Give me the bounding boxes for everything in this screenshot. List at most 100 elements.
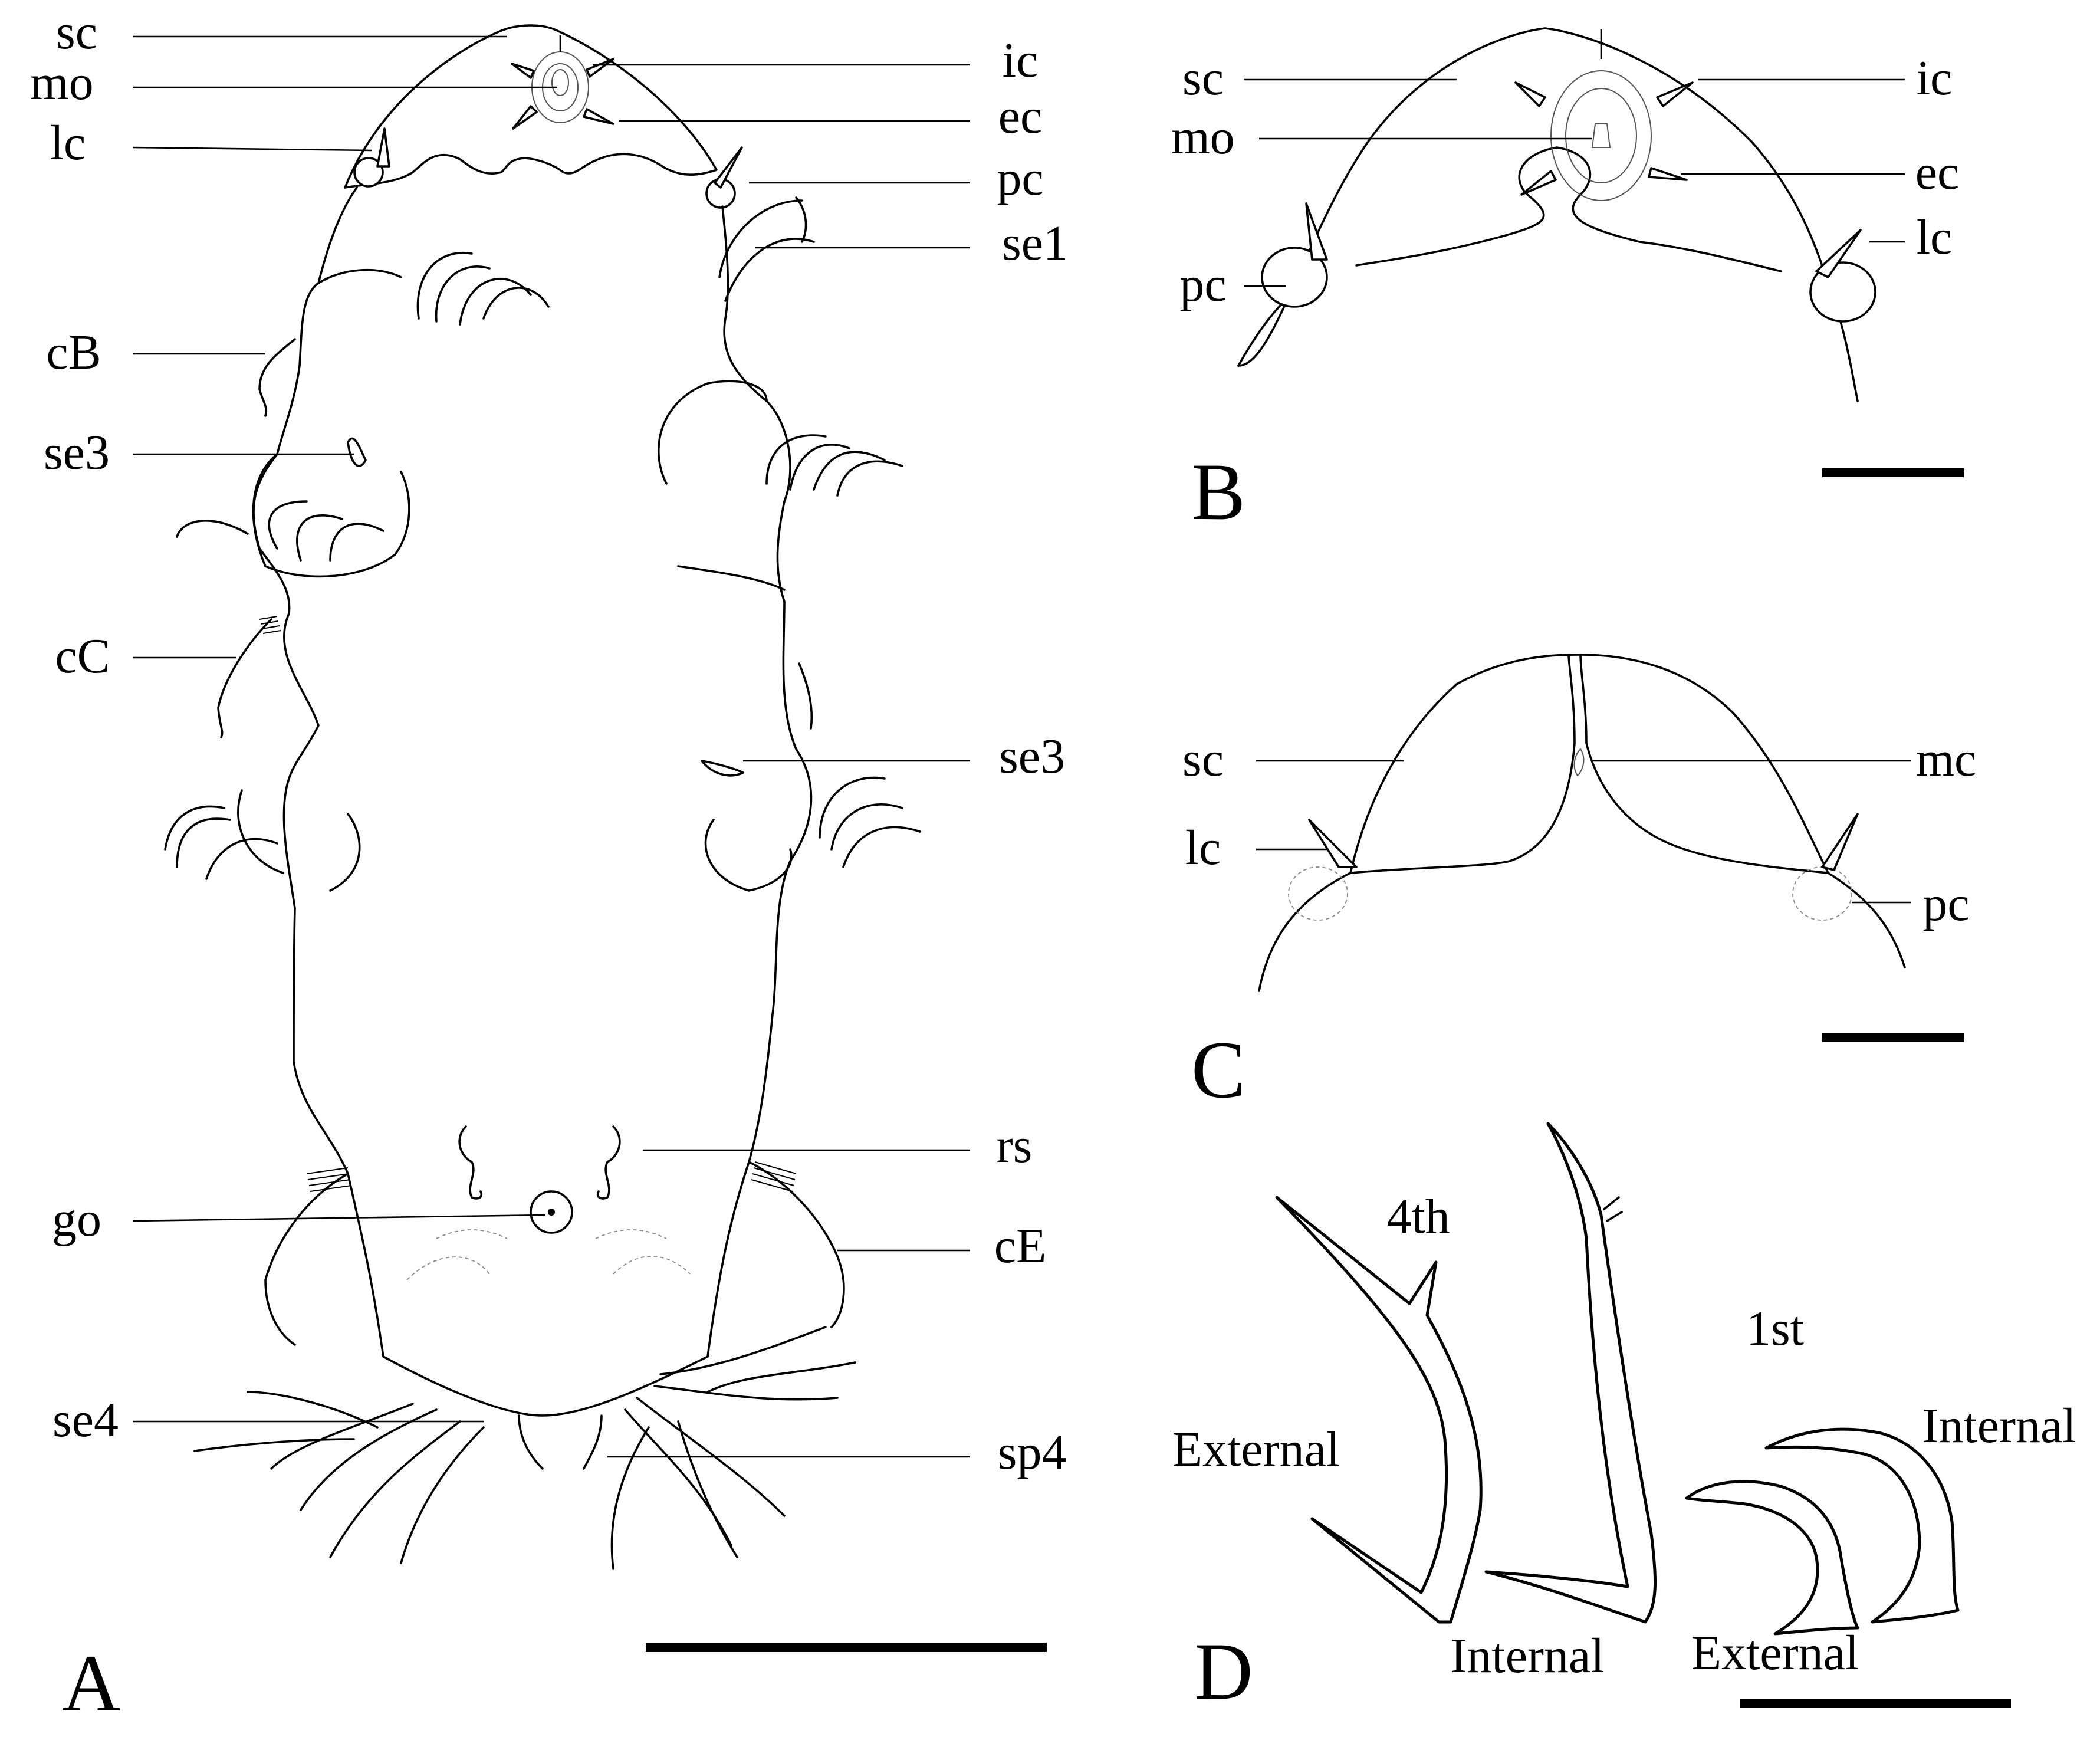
claw-4th-external-label: External — [1172, 1422, 1340, 1477]
panel-a-leg2-right-base — [677, 565, 786, 591]
panel-b-cirrus — [1648, 167, 1688, 181]
label-a-se4: se4 — [52, 1393, 119, 1447]
panel-c-left-lobe — [1349, 654, 1576, 874]
panel-a-leg3-left — [237, 789, 284, 874]
label-b-pc: pc — [1179, 257, 1226, 312]
claw-1st-internal — [1764, 1427, 1960, 1624]
panel-b-lateral-cirrus-left — [1305, 202, 1328, 261]
cirrus-b — [258, 338, 296, 417]
se3-organ-left — [347, 437, 367, 467]
panel-c-lateral-cirrus-left — [1308, 819, 1358, 868]
panel-a-body-right — [706, 205, 813, 1358]
panel-b-cirrus — [1656, 81, 1694, 107]
label-a-ec: ec — [998, 89, 1043, 144]
label-c-mc: mc — [1916, 732, 1977, 787]
scale-bar-c — [1822, 1033, 1964, 1042]
panel-c-median-cirrus — [1573, 748, 1585, 777]
panel-a-cirrus — [511, 63, 535, 79]
panel-letter-c: C — [1191, 1025, 1245, 1115]
panel-c-clava-right — [1792, 866, 1852, 921]
cirrus-c — [217, 618, 272, 738]
se3-organ-right — [701, 760, 744, 777]
panel-b-mouth — [1550, 70, 1652, 201]
label-c-lc: lc — [1185, 820, 1221, 875]
label-a-sp4: sp4 — [998, 1425, 1067, 1480]
panel-b-cirrus — [1520, 170, 1557, 196]
claw-1st-internal-label: Internal — [1922, 1398, 2076, 1453]
panel-a-cirri — [217, 196, 845, 1346]
label-a-se3-right: se3 — [999, 729, 1065, 784]
panel-b: sc mo pc ic ec lc B — [1171, 27, 1964, 537]
panel-letter-a: A — [62, 1638, 121, 1728]
panel-a-cirrus — [583, 108, 614, 125]
label-a-pc: pc — [997, 151, 1043, 206]
panel-a-cirrus — [586, 58, 614, 78]
label-a-cc: cC — [55, 629, 110, 684]
panel-a-leg4 — [193, 1326, 856, 1570]
panel-c-lateral-cirrus-right — [1821, 813, 1859, 871]
panel-b-mouth-inner — [1565, 88, 1637, 183]
panel-a-claws — [164, 199, 921, 880]
panel-a-hatches — [259, 616, 797, 1192]
panel-letter-d: D — [1194, 1626, 1253, 1716]
label-a-lc: lc — [50, 116, 86, 170]
panel-c-clava-left — [1288, 866, 1348, 921]
label-b-sc: sc — [1182, 51, 1224, 106]
cirrus-c-right — [798, 662, 813, 730]
panel-c-head — [1258, 654, 1906, 992]
panel-a-posterior-lobes — [518, 1414, 603, 1470]
panel-a-labels: sc mo lc cB se3 cC go se4 ic ec pc se1 s… — [30, 5, 1068, 1480]
scale-bar-d — [1740, 1699, 2011, 1708]
claw-4th-external — [1275, 1196, 1483, 1624]
panel-d: 4th External Internal 1st External Inter… — [1172, 1122, 2076, 1716]
panel-letter-b: B — [1191, 446, 1245, 537]
label-b-mo: mo — [1171, 110, 1234, 165]
rs-right — [596, 1125, 621, 1200]
panel-a-ventral-lines — [406, 1229, 691, 1280]
claw-4th-internal — [1484, 1122, 1657, 1624]
gonopore-center — [548, 1209, 555, 1216]
label-c-sc: sc — [1182, 732, 1224, 787]
label-a-mo: mo — [30, 55, 93, 110]
label-a-go: go — [52, 1192, 101, 1247]
scale-bar-a — [646, 1643, 1047, 1652]
panel-a: sc mo lc cB se3 cC go se4 ic ec pc se1 s… — [30, 5, 1068, 1728]
panel-a-leg2-left — [252, 453, 410, 578]
panel-b-front-lobes — [1355, 146, 1782, 272]
panel-c: sc lc mc pc C — [1182, 654, 1976, 1115]
claw-4th-internal-spur — [1603, 1196, 1623, 1222]
panel-a-leg1-left — [317, 268, 402, 284]
label-a-se3-left: se3 — [44, 425, 110, 480]
label-a-cb: cB — [46, 325, 101, 380]
panel-b-head — [1237, 27, 1859, 402]
panel-c-right-lobe — [1579, 654, 1829, 874]
label-a-ce: cE — [994, 1219, 1047, 1273]
claw-1st-external-label: External — [1691, 1626, 1859, 1680]
claw-1st-label: 1st — [1746, 1301, 1804, 1356]
label-b-ec: ec — [1915, 145, 1960, 200]
rs-left — [458, 1125, 483, 1200]
panel-c-labels: sc lc mc pc — [1182, 732, 1976, 931]
panel-b-labels: sc mo pc ic ec lc — [1171, 51, 1959, 312]
claw-1st-external — [1685, 1480, 1859, 1636]
panel-b-cirrus — [1514, 81, 1546, 107]
panel-a-head — [344, 24, 718, 189]
panel-a-cirrus — [512, 105, 538, 130]
label-a-ic: ic — [1003, 33, 1039, 88]
label-a-sc: sc — [56, 5, 97, 60]
panel-b-clava-left — [1261, 247, 1328, 308]
panel-b-mouth-opening — [1591, 123, 1611, 148]
panel-a-leg2-right — [658, 380, 768, 485]
gonopore — [530, 1190, 573, 1234]
label-b-ic: ic — [1917, 51, 1953, 106]
label-a-rs: rs — [997, 1118, 1033, 1173]
panel-a-posterior — [382, 1355, 709, 1417]
cirrus-e-right — [748, 1161, 845, 1328]
claw-4th-label: 4th — [1386, 1189, 1450, 1244]
panel-a-lateral-cirrus-left — [376, 127, 390, 168]
scale-bar-b — [1822, 468, 1964, 477]
panel-a-lateral-cirrus-right — [714, 146, 743, 189]
claw-4th-internal-label: Internal — [1450, 1628, 1604, 1683]
panel-a-leg3-right — [704, 819, 793, 892]
